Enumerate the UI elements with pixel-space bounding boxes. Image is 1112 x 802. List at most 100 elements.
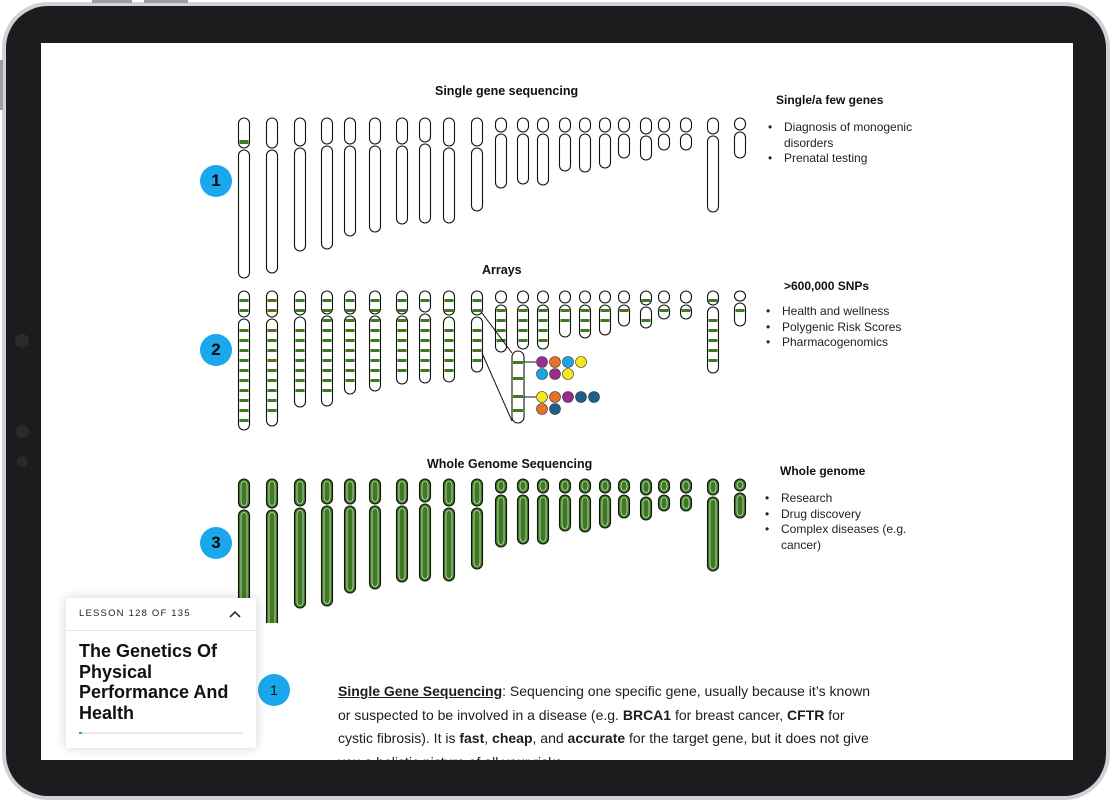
chromosome-part	[345, 349, 355, 352]
chromosome-part	[679, 290, 693, 304]
chromosome-part	[472, 329, 482, 332]
panel-1-bullets: Diagnosis of monogenic disorders Prenata…	[766, 120, 941, 167]
chromosome-part	[320, 117, 334, 145]
chromosome-part	[267, 339, 277, 342]
chromosome-part	[496, 319, 506, 322]
chromosome	[617, 290, 631, 327]
chromosome	[494, 117, 508, 189]
chromosome-part	[706, 135, 720, 213]
chromosome-part	[370, 339, 380, 342]
zoom-line	[481, 352, 513, 422]
body-step-badge: 1	[258, 674, 290, 706]
body-text: for cystic fibrosis). It is	[338, 706, 845, 747]
chromosome-part	[345, 379, 355, 382]
chromosome-part	[657, 290, 671, 304]
chromosome	[470, 117, 484, 212]
chromosome	[442, 290, 456, 383]
chromosome-part	[293, 147, 307, 252]
chromosome	[679, 478, 693, 512]
chromosome-part	[237, 290, 251, 318]
snp-bead	[562, 368, 574, 380]
chromosome	[320, 117, 334, 250]
top-button	[144, 0, 188, 3]
chromosome-part	[345, 309, 355, 312]
chromosome-part	[733, 290, 747, 302]
chromosome-part	[494, 133, 508, 189]
chromosome	[470, 478, 484, 570]
chromosome-part	[322, 319, 332, 322]
snp-band	[513, 377, 523, 380]
chromosome-part	[295, 339, 305, 342]
chromosome-part	[240, 512, 248, 623]
chromosome-part	[237, 318, 251, 431]
chromosome-part	[397, 309, 407, 312]
chromosome-part	[558, 133, 572, 172]
lesson-progress-fill	[79, 732, 83, 734]
chromosome-part	[420, 369, 430, 372]
snp-bead	[549, 391, 561, 403]
chromosome	[442, 478, 456, 582]
chromosome-part	[296, 481, 304, 504]
chromosome	[558, 117, 572, 172]
chromosome	[418, 478, 432, 582]
body-text: ,	[484, 730, 493, 746]
chromosome-part	[395, 117, 409, 145]
lesson-card[interactable]: LESSON 128 OF 135 The Genetics Of Physic…	[66, 598, 256, 748]
chromosome-part	[420, 329, 430, 332]
chromosome-part	[708, 329, 718, 332]
chromosome	[368, 290, 382, 392]
chromosome	[578, 117, 592, 173]
chromosome-part	[733, 117, 747, 131]
chromosome-part	[444, 309, 454, 312]
chromosome-part	[733, 302, 747, 327]
panel-3-side-title: Whole genome	[780, 464, 866, 478]
bullet-item: Prenatal testing	[766, 151, 941, 167]
panel-2-title: Arrays	[482, 263, 522, 277]
chromosome-part	[536, 290, 550, 304]
bullet-item: Drug discovery	[763, 507, 913, 523]
chromosome-part	[322, 329, 332, 332]
chromosome-part	[322, 389, 332, 392]
chromosome-part	[472, 309, 482, 312]
chromosome-part	[371, 481, 379, 502]
chromosome-part	[296, 510, 304, 606]
chromosome-part	[617, 290, 631, 304]
chromosome-part	[581, 497, 589, 530]
chromosome	[657, 117, 671, 151]
chromosome-part	[322, 339, 332, 342]
snp-bead	[536, 391, 548, 403]
chromosome-part	[368, 145, 382, 233]
chromosome	[516, 478, 530, 545]
chromosome-part	[267, 299, 277, 302]
chromosome	[598, 290, 612, 336]
chromosome-part	[681, 309, 691, 312]
chromosome-part	[620, 481, 628, 491]
bullet-item: Pharmacogenomics	[764, 335, 954, 351]
chromosome-part	[641, 319, 651, 322]
chevron-up-icon[interactable]	[228, 607, 242, 621]
chromosome-part	[733, 131, 747, 159]
chromosome-part	[639, 117, 653, 135]
chromosome-part	[642, 481, 650, 493]
chromosome-part	[442, 117, 456, 147]
chromosome-part	[660, 497, 668, 509]
chromosome-part	[578, 133, 592, 173]
chromosome-part	[295, 369, 305, 372]
chromosome-part	[516, 117, 530, 133]
chromosome-part	[736, 495, 744, 516]
chromosome-part	[516, 304, 530, 350]
chromosome-part	[601, 481, 609, 491]
gene-name: BRCA1	[622, 706, 672, 723]
chromosome-part	[497, 481, 505, 491]
chromosome	[237, 117, 251, 279]
chromosome	[679, 290, 693, 320]
chromosome-part	[239, 379, 249, 382]
chromosome-part	[397, 339, 407, 342]
chromosome-part	[267, 399, 277, 402]
section-heading: Single Gene Sequencing	[338, 683, 503, 699]
chromosome	[578, 478, 592, 533]
lesson-counter: LESSON 128 OF 135	[79, 608, 191, 619]
chromosome	[265, 117, 279, 274]
chromosome	[657, 290, 671, 320]
chromosome	[395, 478, 409, 583]
